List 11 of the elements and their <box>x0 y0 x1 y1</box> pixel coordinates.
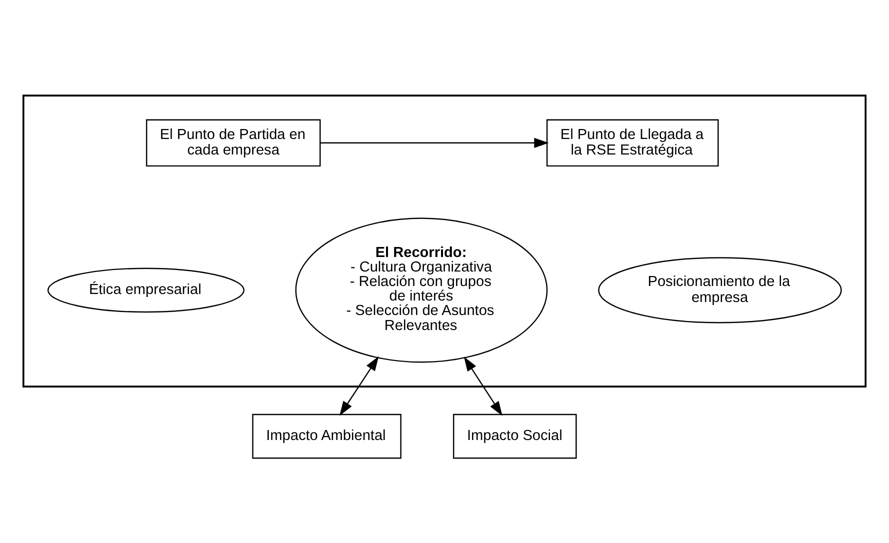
node-box: Impacto Social <box>453 413 577 458</box>
node-ellipse: Ética empresarial <box>47 267 245 312</box>
node-box: Impacto Ambiental <box>252 413 402 458</box>
arrow <box>320 137 549 148</box>
arrow <box>464 356 502 416</box>
node-box: El Punto de Llegada a la RSE Estratégica <box>546 118 719 166</box>
node-ellipse: Posicionamiento de la empresa <box>598 256 842 323</box>
node-ellipse: El Recorrido: - Cultura Organizativa - Relación con grupos de interés - Selección de Asuntos Relevantes <box>295 217 548 362</box>
arrow <box>340 356 379 416</box>
node-box: El Punto de Partida en cada empresa <box>146 118 321 166</box>
cluster <box>22 94 866 387</box>
